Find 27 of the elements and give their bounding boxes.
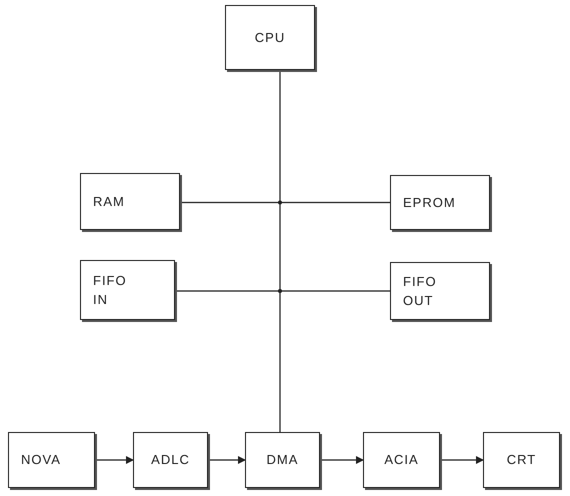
block-label: CPU [254,28,286,47]
block-box [483,432,560,488]
block-box [133,432,208,488]
block-label: DMA [266,451,298,470]
arrow [208,456,246,464]
block-label: ADLC [151,451,190,470]
block-box [390,262,490,320]
arrow [440,456,484,464]
block-box [80,260,175,320]
arrow [95,456,134,464]
block-box [225,5,315,70]
block-box [8,432,95,488]
block-box [80,173,180,230]
block-box [363,432,440,488]
block-label: CRT [506,451,536,470]
block-box [390,175,490,230]
block-label: FIFO IN [93,272,128,309]
bus-line [175,290,390,292]
bus-line [180,202,390,204]
block-label: EPROM [403,194,456,212]
block-label: ACIA [384,451,419,470]
block-label: NOVA [21,451,61,470]
block-box [245,432,320,488]
arrow [320,456,364,464]
block-label: RAM [93,192,125,211]
block-label: FIFO OUT [403,272,438,310]
bus-line [279,70,281,432]
